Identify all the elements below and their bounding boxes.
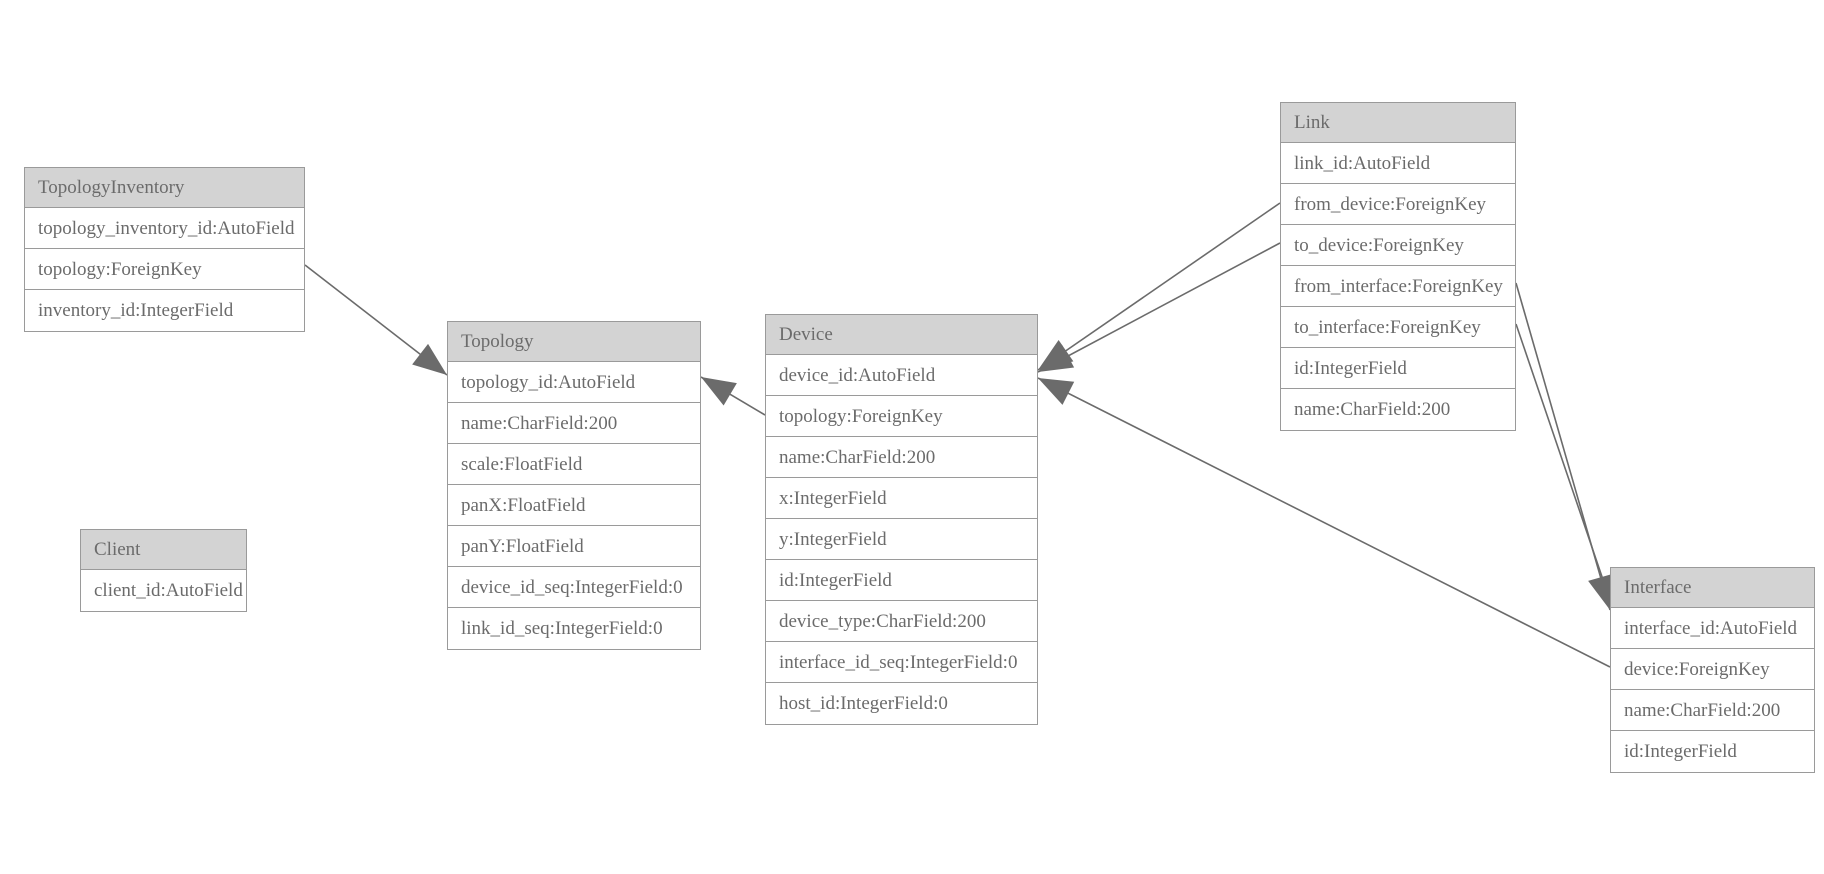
relationship-link-to_device bbox=[1037, 242, 1281, 373]
entity-field[interactable]: to_interface:ForeignKey bbox=[1281, 307, 1515, 348]
entity-header-topology_inventory: TopologyInventory bbox=[25, 168, 304, 208]
relationship-link-from_interface bbox=[1515, 282, 1614, 611]
entity-field[interactable]: device_id:AutoField bbox=[766, 355, 1037, 396]
entity-header-link: Link bbox=[1281, 103, 1515, 143]
entity-field[interactable]: y:IntegerField bbox=[766, 519, 1037, 560]
entity-field[interactable]: id:IntegerField bbox=[1611, 731, 1814, 772]
entity-header-topology: Topology bbox=[448, 322, 700, 362]
entity-field[interactable]: link_id:AutoField bbox=[1281, 143, 1515, 184]
entity-field[interactable]: topology_id:AutoField bbox=[448, 362, 700, 403]
entity-field[interactable]: topology:ForeignKey bbox=[766, 396, 1037, 437]
relationship-link-from_device bbox=[1037, 202, 1281, 371]
entity-field[interactable]: client_id:AutoField bbox=[81, 570, 246, 611]
entity-field[interactable]: id:IntegerField bbox=[766, 560, 1037, 601]
relationship-line bbox=[1515, 282, 1611, 611]
entity-field[interactable]: panY:FloatField bbox=[448, 526, 700, 567]
entity-field[interactable]: topology:ForeignKey bbox=[25, 249, 304, 290]
entity-field[interactable]: name:CharField:200 bbox=[1611, 690, 1814, 731]
relationship-line bbox=[1515, 323, 1615, 613]
entity-field[interactable]: device_id_seq:IntegerField:0 bbox=[448, 567, 700, 608]
entity-field[interactable]: link_id_seq:IntegerField:0 bbox=[448, 608, 700, 649]
entity-field[interactable]: name:CharField:200 bbox=[766, 437, 1037, 478]
relationship-line bbox=[1037, 242, 1281, 373]
entity-field[interactable]: name:CharField:200 bbox=[448, 403, 700, 444]
entity-field[interactable]: id:IntegerField bbox=[1281, 348, 1515, 389]
entity-field[interactable]: scale:FloatField bbox=[448, 444, 700, 485]
relationship-line bbox=[700, 376, 766, 416]
relationship-line bbox=[304, 264, 448, 376]
entity-header-interface: Interface bbox=[1611, 568, 1814, 608]
relationship-line bbox=[1037, 202, 1281, 371]
relationship-topologyinventory-topology bbox=[304, 264, 448, 376]
relationship-device-topology bbox=[700, 376, 766, 416]
entity-field[interactable]: from_device:ForeignKey bbox=[1281, 184, 1515, 225]
relationship-arrowhead bbox=[1038, 378, 1075, 405]
relationship-arrowhead bbox=[1038, 344, 1075, 372]
entity-field[interactable]: device:ForeignKey bbox=[1611, 649, 1814, 690]
entity-field[interactable]: interface_id:AutoField bbox=[1611, 608, 1814, 649]
entity-field[interactable]: panX:FloatField bbox=[448, 485, 700, 526]
entity-field[interactable]: to_device:ForeignKey bbox=[1281, 225, 1515, 266]
entity-field[interactable]: name:CharField:200 bbox=[1281, 389, 1515, 430]
entity-header-client: Client bbox=[81, 530, 246, 570]
entity-header-device: Device bbox=[766, 315, 1037, 355]
entity-field[interactable]: interface_id_seq:IntegerField:0 bbox=[766, 642, 1037, 683]
entity-field[interactable]: topology_inventory_id:AutoField bbox=[25, 208, 304, 249]
entity-field[interactable]: x:IntegerField bbox=[766, 478, 1037, 519]
entity-field[interactable]: host_id:IntegerField:0 bbox=[766, 683, 1037, 724]
entity-field[interactable]: inventory_id:IntegerField bbox=[25, 290, 304, 331]
entity-field[interactable]: device_type:CharField:200 bbox=[766, 601, 1037, 642]
entity-field[interactable]: from_interface:ForeignKey bbox=[1281, 266, 1515, 307]
